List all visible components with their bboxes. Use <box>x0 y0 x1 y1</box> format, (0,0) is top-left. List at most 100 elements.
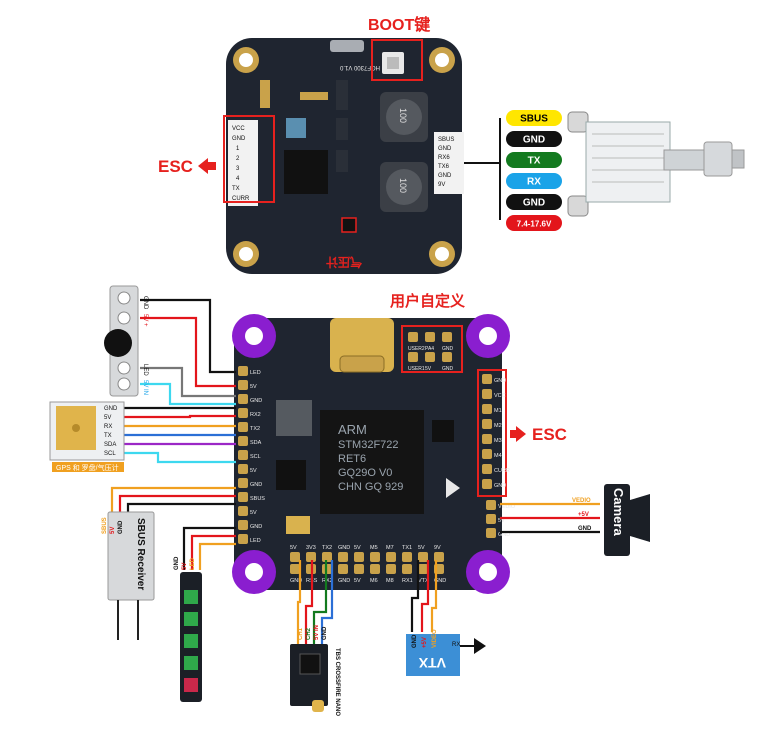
led-pin: GND <box>174 556 180 570</box>
gps-label-bg <box>52 462 124 472</box>
crossfire-nano: TBS CROSSFIRE NANO CH1 CH2 5V IN GND <box>290 625 340 716</box>
top-chip-2 <box>286 118 306 138</box>
solder-pad <box>238 450 248 460</box>
led-icon <box>184 612 198 626</box>
top-esc-arrow-icon <box>198 158 216 174</box>
vtx-label: VTX <box>418 655 446 671</box>
top-left-pin: TX <box>232 186 240 192</box>
bottom-esc-arrow-icon <box>510 426 526 442</box>
sbus-pin: 5V <box>110 527 116 534</box>
bottom-esc-label: ESC <box>532 425 567 444</box>
solder-pad <box>402 552 412 562</box>
solder-pad <box>338 564 348 574</box>
mount-purple-icon <box>232 314 510 594</box>
top-right-pin: SBUS <box>438 137 454 143</box>
camera-label: Camera <box>611 488 626 536</box>
pad-label: 5V <box>354 578 361 584</box>
pad-label: RX1 <box>402 578 413 584</box>
top-right-pin: TX6 <box>438 164 450 170</box>
led-icon <box>184 656 198 670</box>
solder-pad <box>238 520 248 530</box>
pad-label: M8 <box>386 578 394 584</box>
led-icon <box>184 634 198 648</box>
crossfire-pin: 5V IN <box>314 625 320 640</box>
gps-pin: 5V <box>104 415 111 421</box>
pad-label: TX1 <box>402 545 412 551</box>
pin-badge-label: GND <box>523 198 545 209</box>
pad-label: VEDIO <box>498 504 516 510</box>
pin-badge: TX <box>506 152 562 168</box>
led-icon <box>184 678 198 692</box>
gps-pin: SDA <box>104 442 116 448</box>
buzzer-pin: LED <box>142 364 148 376</box>
pad-label: 5V <box>418 545 425 551</box>
pin-badge-label: GND <box>523 135 545 146</box>
pad-label: GND <box>494 483 506 489</box>
gps-pin: RX <box>104 424 112 430</box>
solder-pad <box>482 449 492 459</box>
solder-pad <box>418 564 428 574</box>
solder-pad <box>238 408 248 418</box>
crossfire-pin: GND <box>322 626 328 640</box>
pad-label: RX2 <box>250 412 261 418</box>
top-right-pin: 9V <box>438 182 445 188</box>
vtx-antenna-label: RX <box>452 642 460 648</box>
vtx-pin: VIDEO <box>432 629 438 648</box>
pin-badge: GND <box>506 194 562 210</box>
pad-label: M4 <box>494 453 502 459</box>
wires <box>110 298 600 644</box>
buzzer-pin: GND <box>142 296 148 310</box>
pin-badge-bg <box>506 173 562 189</box>
solder-pad <box>238 366 248 376</box>
solder-pad <box>482 464 492 474</box>
solder-pad <box>402 564 412 574</box>
pad-label: CURR <box>494 468 510 474</box>
sbus-receiver-label: SBUS Receiver <box>135 518 146 590</box>
top-left-connector-pins: CURR TX 4 3 2 1 GND VCC <box>232 126 250 202</box>
mcu-line: STM32F722 <box>338 439 399 451</box>
solder-pad <box>306 552 316 562</box>
camera-wire-label: +5V <box>578 512 589 518</box>
antenna-icon <box>474 638 486 654</box>
solder-pad <box>354 564 364 574</box>
pad-label: M3 <box>494 438 502 444</box>
pad-label: 5V <box>250 384 257 390</box>
solder-pad <box>418 552 428 562</box>
solder-pad <box>482 419 492 429</box>
sbus-pin: SBUS <box>102 517 108 534</box>
vtx-module: VTX GND +5V VIDEO RX <box>406 629 486 676</box>
solder-pad <box>322 552 332 562</box>
camera-wire-label: GND <box>578 526 592 532</box>
vtx-module-top <box>567 111 745 217</box>
gps-pin: SCL <box>104 451 116 457</box>
pad-label: GND <box>494 378 506 384</box>
led-pin: 5V <box>182 563 188 570</box>
pad-label: VCC <box>494 393 506 399</box>
top-left-pin: GND <box>232 136 246 142</box>
pin-badge-label: RX <box>527 177 541 188</box>
pad-label: RX2 <box>322 578 333 584</box>
pin-badge-bg <box>506 215 562 231</box>
solder-pad <box>482 434 492 444</box>
camera-wire-label: VEDIO <box>572 498 591 504</box>
top-chip-1 <box>284 150 328 194</box>
bottom-board: ARM STM32F722 RET6 GQ29O V0 CHN GQ 929 U… <box>232 292 567 594</box>
pad-label: GND <box>498 532 510 538</box>
esc-pads-highlight <box>477 369 507 497</box>
top-left-pin: CURR <box>232 196 250 202</box>
led-strip: LED 5V GND <box>174 556 202 702</box>
sbus-pin: GND <box>118 520 124 534</box>
crossfire-label: TBS CROSSFIRE NANO <box>334 648 340 716</box>
solder-pad <box>238 478 248 488</box>
pad-label: M1 <box>494 408 502 414</box>
pad-label: GND <box>250 524 262 530</box>
solder-pad <box>442 352 452 362</box>
pad-label: USER2 <box>408 346 425 352</box>
pin-badge-bg <box>506 152 562 168</box>
mcu-line: CHN GQ 929 <box>338 481 403 493</box>
solder-pad <box>238 464 248 474</box>
pin-badge-label: 7.4-17.6V <box>517 220 552 229</box>
pin-badge-bg <box>506 110 562 126</box>
pad-label: 5V <box>250 510 257 516</box>
